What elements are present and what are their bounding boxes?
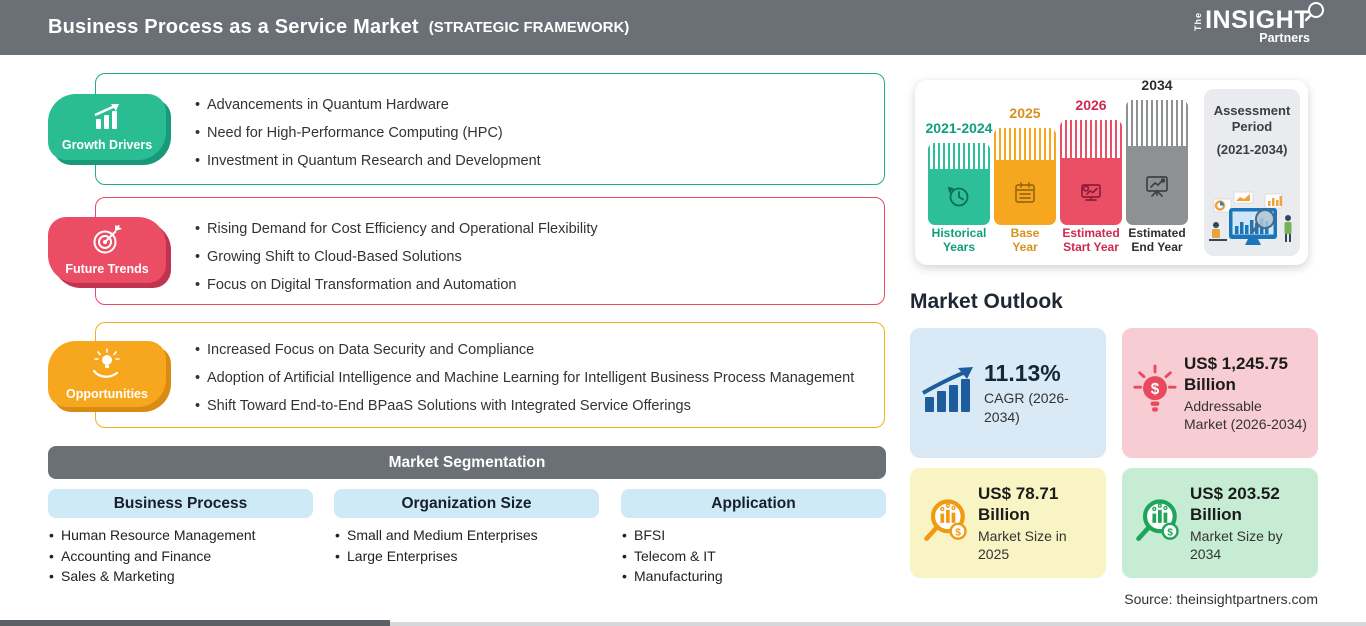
- estimated-end-year-bar: [1126, 100, 1188, 225]
- page-subtitle: (STRATEGIC FRAMEWORK): [428, 19, 630, 36]
- header-bar: Business Process as a Service Market (ST…: [0, 0, 1366, 55]
- year-label: 2034: [1141, 77, 1173, 93]
- segment-header-business-process: Business Process: [48, 489, 313, 518]
- logo-the-text: The: [1193, 11, 1204, 31]
- future-trends-badge: Future Trends: [48, 217, 166, 283]
- future-trend-item: Focus on Digital Transformation and Auto…: [193, 276, 893, 295]
- segment-header-organization-size: Organization Size: [334, 489, 599, 518]
- market-size-2034-card: $ US$ 203.52 Billion Market Size by 2034: [1122, 468, 1318, 578]
- source-text: Source: theinsightpartners.com: [1124, 591, 1318, 607]
- year-label: 2025: [1009, 105, 1041, 121]
- bar-caption: Historical Years: [931, 226, 987, 254]
- year-label: 2021-2024: [925, 120, 993, 136]
- opportunities-panel: Increased Focus on Data Security and Com…: [95, 322, 885, 428]
- growth-driver-item: Advancements in Quantum Hardware: [193, 96, 893, 115]
- market-outlook-title: Market Outlook: [910, 290, 1063, 313]
- future-trend-item: Rising Demand for Cost Efficiency and Op…: [193, 220, 893, 239]
- target-dart-icon: [90, 223, 124, 260]
- insight-partners-logo: The INSIGHT Partners: [1193, 2, 1324, 45]
- future-trends-panel: Rising Demand for Cost Efficiency and Op…: [95, 197, 885, 305]
- magnifier-icon: [1304, 1, 1326, 26]
- market-size-2034-desc: Market Size by 2034: [1190, 527, 1283, 563]
- bar-caption: Estimated Start Year: [1062, 226, 1120, 254]
- dollar-bulb-icon: $: [1132, 363, 1178, 424]
- market-size-2025-desc: Market Size in 2025: [978, 527, 1067, 563]
- cagr-value: 11.13%: [984, 360, 1061, 386]
- market-size-2025-card: $ US$ 78.71 Billion Market Size in 2025: [910, 468, 1106, 578]
- future-trend-item: Growing Shift to Cloud-Based Solutions: [193, 248, 893, 267]
- market-size-2025-value: US$ 78.71 Billion: [978, 483, 1059, 524]
- svg-text:$: $: [955, 527, 961, 538]
- bulb-hand-icon: [90, 347, 124, 385]
- magnifier-bar-chart-icon: $: [920, 495, 972, 552]
- application-list: BFSI Telecom & IT Manufacturing: [621, 525, 723, 587]
- page-title: Business Process as a Service Market: [48, 16, 419, 38]
- bottom-strip-dark: [0, 620, 390, 626]
- list-item: Accounting and Finance: [48, 546, 256, 567]
- growth-drivers-badge: Growth Drivers: [48, 94, 166, 160]
- historical-years-bar: [928, 143, 990, 225]
- list-item: Sales & Marketing: [48, 566, 256, 587]
- magnifier-bar-chart-icon: $: [1132, 495, 1184, 552]
- bar-caption: Base Year: [1010, 226, 1040, 254]
- list-item: Large Enterprises: [334, 546, 538, 567]
- year-label: 2026: [1075, 97, 1107, 113]
- growth-driver-item: Need for High-Performance Computing (HPC…: [193, 124, 893, 143]
- svg-text:$: $: [1151, 380, 1160, 397]
- opportunities-badge: Opportunities: [48, 341, 166, 407]
- growth-driver-item: Investment in Quantum Research and Devel…: [193, 152, 893, 171]
- forecast-timeline-card: 2021-2024 2025 2026 2034 Historical Year…: [915, 77, 1308, 265]
- list-item: BFSI: [621, 525, 723, 546]
- future-trends-label: Future Trends: [65, 261, 149, 276]
- list-item: Manufacturing: [621, 566, 723, 587]
- cagr-desc: CAGR (2026-2034): [984, 390, 1069, 425]
- growth-drivers-panel: Advancements in Quantum Hardware Need fo…: [95, 73, 885, 185]
- opportunity-item: Adoption of Artificial Intelligence and …: [193, 369, 893, 388]
- growth-drivers-label: Growth Drivers: [61, 137, 153, 152]
- logo-partners-text: Partners: [1259, 31, 1310, 45]
- assessment-period-range: (2021-2034): [1216, 142, 1288, 157]
- base-year-bar: [994, 128, 1056, 225]
- growth-chart-icon: [89, 103, 125, 136]
- opportunity-item: Increased Focus on Data Security and Com…: [193, 341, 893, 360]
- addressable-market-desc: Addressable Market (2026-2034): [1184, 397, 1307, 433]
- opportunity-item: Shift Toward End-to-End BPaaS Solutions …: [193, 397, 893, 416]
- bottom-strip-light: [390, 622, 1366, 626]
- assessment-period-panel: Assessment Period (2021-2034): [1204, 89, 1300, 256]
- logo-insight-text: INSIGHT: [1205, 2, 1324, 33]
- business-process-list: Human Resource Management Accounting and…: [48, 525, 256, 587]
- list-item: Telecom & IT: [621, 546, 723, 567]
- market-segmentation-title-bar: Market Segmentation: [48, 446, 886, 479]
- cagr-card: 11.13% CAGR (2026-2034): [910, 328, 1106, 458]
- market-size-2034-value: US$ 203.52 Billion: [1190, 483, 1280, 524]
- opportunities-label: Opportunities: [66, 386, 148, 401]
- addressable-market-card: $ US$ 1,245.75 Billion Addressable Marke…: [1122, 328, 1318, 458]
- svg-text:$: $: [1167, 527, 1173, 538]
- list-item: Human Resource Management: [48, 525, 256, 546]
- growth-arrow-chart-icon: [920, 366, 978, 421]
- assessment-period-title: Assessment Period: [1213, 103, 1291, 134]
- addressable-market-value: US$ 1,245.75 Billion: [1184, 353, 1288, 394]
- estimated-start-year-bar: [1060, 120, 1122, 225]
- list-item: Small and Medium Enterprises: [334, 525, 538, 546]
- segment-header-application: Application: [621, 489, 886, 518]
- bar-caption: Estimated End Year: [1128, 226, 1186, 254]
- organization-size-list: Small and Medium Enterprises Large Enter…: [334, 525, 538, 566]
